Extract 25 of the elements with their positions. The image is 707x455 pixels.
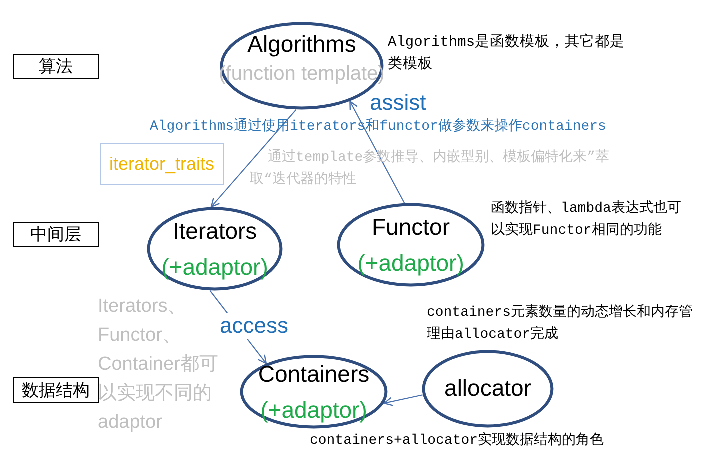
note-text: Algorithms是函数模板，其它都是类模板 <box>388 32 626 75</box>
note-text: containers元素数量的动态增长和内存管理由allocator完成 <box>427 303 694 345</box>
node-title: allocator <box>444 375 532 402</box>
arrow <box>210 110 297 208</box>
arrow <box>350 101 406 204</box>
ellipse-node <box>240 355 388 429</box>
layer-label-box: 中间层 <box>13 222 99 247</box>
arrow <box>384 394 423 406</box>
node-title: Containers <box>258 361 370 388</box>
note-text: 函数指针、lambda表达式也可以实现Functor相同的功能 <box>491 200 682 241</box>
adaptor-label: (+adaptor) <box>358 250 464 277</box>
ellipse-node <box>422 350 554 428</box>
layer-label-box: 数据结构 <box>13 377 99 403</box>
node-title: Algorithms <box>248 31 356 58</box>
layer-label-box: 算法 <box>13 54 99 79</box>
adaptor-label: (+adaptor) <box>260 397 368 424</box>
note-text: containers+allocator实现数据结构的角色 <box>310 431 606 451</box>
adaptor-label: (+adaptor) <box>162 254 268 281</box>
traits-box: iterator_traits <box>100 143 224 185</box>
node-title: Iterators <box>172 218 258 245</box>
node-title: Functor <box>372 214 450 241</box>
ellipse-node <box>337 203 485 287</box>
ellipse-node <box>147 207 283 291</box>
note-text: Iterators、Functor、Container都可以实现不同的adaptor <box>98 295 220 435</box>
edge-label: access <box>220 313 288 339</box>
